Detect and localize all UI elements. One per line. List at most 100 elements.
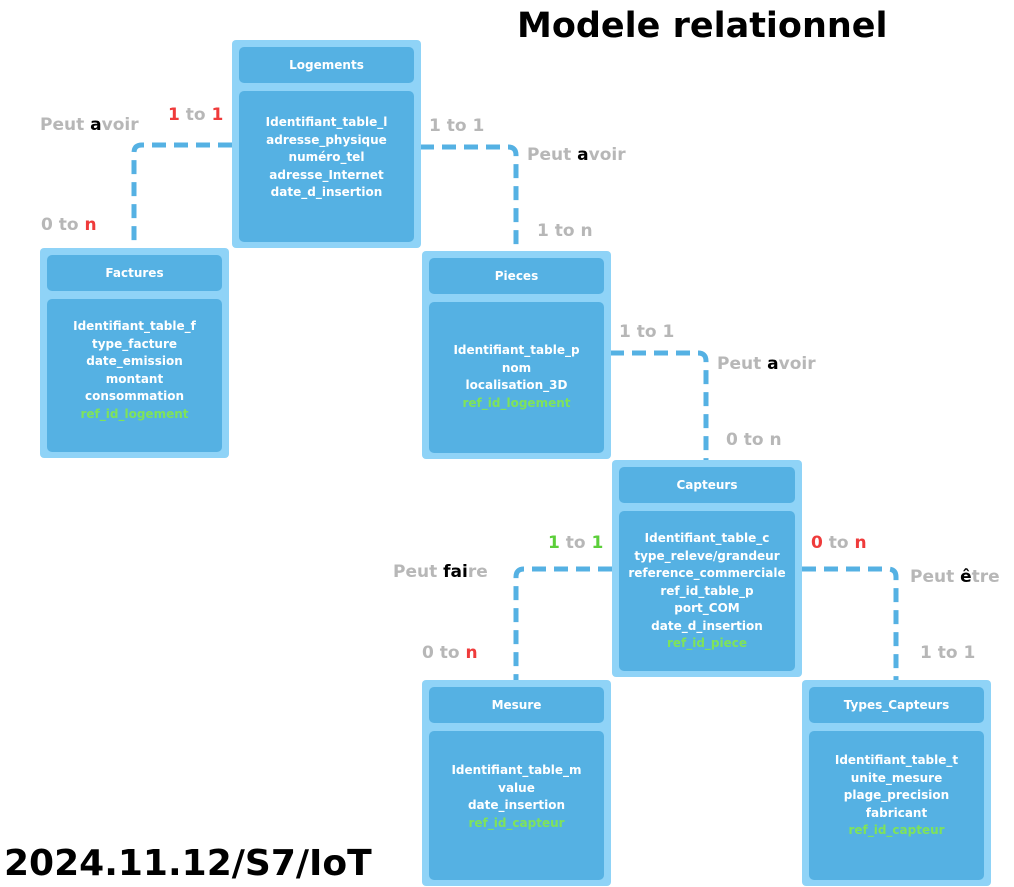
field: Identifiant_table_m: [451, 763, 582, 777]
table-types-capteurs: Types_Capteurs Identifiant_table_t unite…: [802, 680, 991, 886]
verb-part: Peut: [393, 562, 444, 582]
cardinality-near: 0 to n: [811, 533, 867, 553]
table-header: Types_Capteurs: [809, 687, 984, 723]
field: unite_mesure: [850, 770, 943, 785]
verb-part: a: [90, 115, 102, 135]
foreign-key-field: ref_id_logement: [80, 406, 189, 421]
verb-part: Peut: [527, 145, 578, 165]
table-fields: Identifiant_table_p nom localisation_3D …: [429, 302, 604, 453]
cardinality-near: 1 to 1: [429, 116, 485, 136]
field: reference_commerciale: [628, 566, 786, 580]
table-header: Pieces: [429, 258, 604, 294]
card-part: n: [465, 643, 478, 663]
verb-part: a: [767, 354, 779, 374]
table-fields: Identifiant_table_c type_releve/grandeur…: [619, 511, 795, 671]
link-logements-factures: [131, 142, 232, 248]
verb-part: Peut: [717, 354, 768, 374]
table-fields: Identifiant_table_l adresse_physique num…: [239, 91, 414, 242]
table-fields: Identifiant_table_m value date_insertion…: [429, 731, 604, 880]
field: Identifiant_table_f: [73, 319, 196, 333]
table-fields: Identifiant_table_f type_facture date_em…: [47, 299, 222, 452]
field: consommation: [84, 389, 185, 403]
field: montant: [105, 371, 164, 386]
field: fabricant: [865, 805, 928, 820]
relation-verb: Peut être: [910, 567, 1000, 587]
card-part: 1: [591, 533, 604, 553]
field: type_releve/grandeur: [634, 548, 780, 563]
link-logements-pieces: [420, 144, 519, 250]
cardinality-far: 1 to 1: [920, 643, 976, 663]
table-header: Capteurs: [619, 467, 795, 503]
field: Identifiant_table_c: [644, 531, 770, 545]
verb-part: Peut: [40, 115, 91, 135]
field: plage_precision: [843, 788, 950, 802]
table-factures: Factures Identifiant_table_f type_factur…: [40, 248, 229, 458]
field: Identifiant_table_t: [834, 753, 959, 767]
table-logements: Logements Identifiant_table_l adresse_ph…: [232, 40, 421, 248]
card-part: 1: [211, 105, 224, 125]
table-mesure: Mesure Identifiant_table_m value date_in…: [422, 680, 611, 886]
field: value: [498, 780, 535, 795]
table-header: Logements: [239, 47, 414, 83]
card-part: n: [84, 215, 97, 235]
verb-part: voir: [778, 354, 816, 374]
field: date_emission: [86, 354, 183, 368]
cardinality-far: 1 to n: [537, 221, 593, 241]
field: numéro_tel: [288, 150, 365, 164]
verb-part: voir: [588, 145, 626, 165]
verb-part: voir: [101, 115, 139, 135]
relation-verb: Peut avoir: [527, 145, 626, 165]
cardinality-far: 0 to n: [422, 643, 478, 663]
relation-verb: Peut avoir: [40, 115, 139, 135]
table-header: Factures: [47, 255, 222, 291]
field: Identifiant_table_p: [453, 343, 580, 357]
card-part: 0 to: [422, 643, 466, 663]
card-part: to: [822, 533, 855, 553]
field: port_COM: [674, 601, 740, 615]
field: localisation_3D: [465, 378, 568, 392]
field: date_d_insertion: [270, 185, 383, 199]
cardinality-near: 1 to 1: [619, 322, 675, 342]
verb-part: re: [467, 562, 488, 582]
link-pieces-capteurs: [610, 350, 709, 460]
field: adresse_Internet: [269, 167, 384, 182]
table-pieces: Pieces Identifiant_table_p nom localisat…: [422, 251, 611, 459]
verb-part: tre: [971, 567, 1000, 587]
link-capteurs-types: [802, 566, 899, 680]
footer-date-label: 2024.11.12/S7/IoT: [4, 843, 372, 884]
table-header: Mesure: [429, 687, 604, 723]
cardinality-near: 1 to 1: [168, 105, 223, 125]
diagram-title: Modele relationnel: [517, 6, 888, 46]
foreign-key-field: ref_id_capteur: [468, 815, 565, 830]
card-part: to: [559, 533, 592, 553]
field: adresse_physique: [266, 132, 387, 147]
relation-verb: Peut faire: [393, 562, 488, 582]
card-part: n: [854, 533, 867, 553]
table-fields: Identifiant_table_t unite_mesure plage_p…: [809, 731, 984, 880]
foreign-key-field: ref_id_piece: [666, 636, 748, 650]
cardinality-near: 1 to 1: [548, 533, 603, 553]
field: nom: [501, 360, 532, 375]
field: date_d_insertion: [651, 618, 763, 633]
cardinality-far: 0 to n: [41, 215, 97, 235]
cardinality-far: 0 to n: [726, 430, 782, 450]
verb-part: fai: [443, 562, 468, 582]
verb-part: Peut: [910, 567, 961, 587]
card-part: 1: [168, 105, 180, 125]
field: Identifiant_table_l: [265, 115, 388, 129]
card-part: 0 to: [41, 215, 85, 235]
foreign-key-field: ref_id_logement: [462, 395, 571, 410]
verb-part: a: [577, 145, 589, 165]
table-capteurs: Capteurs Identifiant_table_c type_releve…: [612, 460, 802, 677]
verb-part: ê: [960, 567, 972, 587]
card-part: 0: [811, 533, 823, 553]
relation-verb: Peut avoir: [717, 354, 816, 374]
field: ref_id_table_p: [660, 583, 754, 598]
foreign-key-field: ref_id_capteur: [848, 823, 945, 837]
card-part: to: [179, 105, 212, 125]
field: type_facture: [91, 336, 178, 351]
card-part: 1: [548, 533, 560, 553]
link-capteurs-mesure: [513, 566, 612, 686]
field: date_insertion: [467, 798, 566, 812]
